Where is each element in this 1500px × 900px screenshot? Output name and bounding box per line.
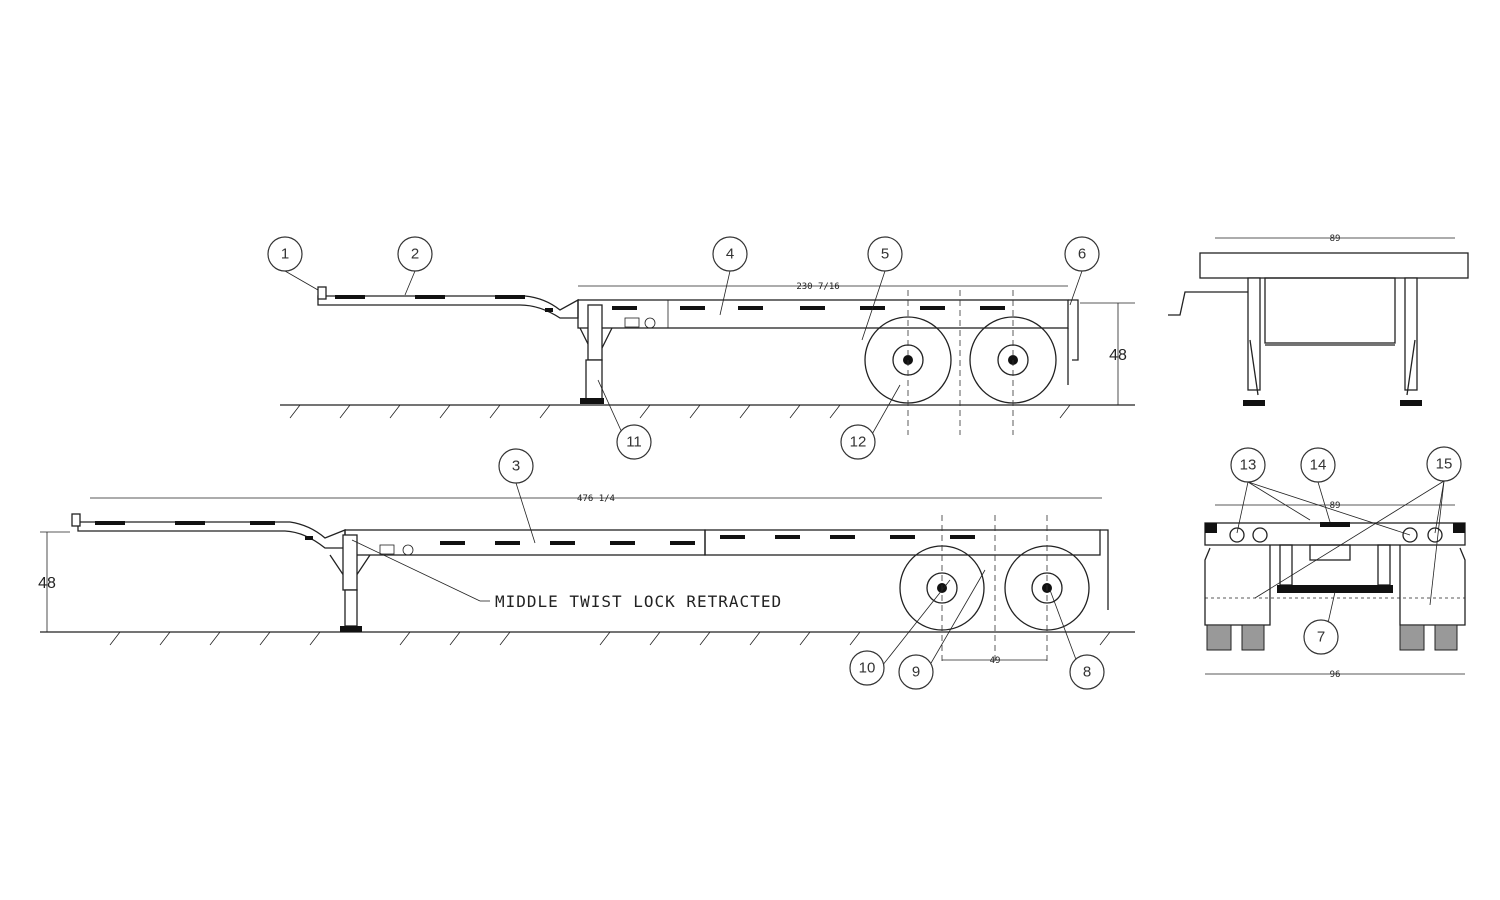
- balloon-circle: [849, 650, 885, 686]
- balloon-number: 3: [512, 458, 520, 475]
- balloon-number: 8: [1083, 664, 1091, 681]
- balloon-9: 9: [898, 654, 934, 690]
- balloon-circle: [1300, 447, 1336, 483]
- side-view-retracted: 230 7/16 48: [280, 282, 1135, 435]
- dim-extended-length: 476 1/4: [577, 494, 615, 504]
- leader-line: [861, 270, 886, 341]
- balloon-circle: [1426, 446, 1462, 482]
- balloon-number: 1: [281, 246, 289, 263]
- dim-bottom-height: 48: [38, 575, 56, 592]
- leader-line: [1434, 480, 1445, 534]
- note-middle-twist-lock: MIDDLE TWIST LOCK RETRACTED: [495, 592, 782, 611]
- balloon-number: 15: [1436, 456, 1453, 473]
- balloon-number: 11: [626, 434, 642, 451]
- rear-view: 89 96: [1204, 501, 1466, 680]
- balloon-circle: [1069, 654, 1105, 690]
- balloon-13: 13: [1230, 447, 1266, 483]
- side-view-extended: 476 1/4 49 48 MIDDLE TWIST LOCK RETRACTE…: [38, 494, 1135, 666]
- balloon-circle: [840, 424, 876, 460]
- balloon-circle: [616, 424, 652, 460]
- balloon-number: 12: [850, 434, 867, 451]
- balloon-number: 5: [881, 246, 889, 263]
- front-view: 89: [1168, 234, 1469, 406]
- dim-rear-width-overall: 96: [1330, 670, 1341, 680]
- balloon-15: 15: [1426, 446, 1462, 482]
- balloon-circle: [867, 236, 903, 272]
- balloon-number: 2: [411, 246, 419, 263]
- balloon-2: 2: [397, 236, 433, 272]
- balloon-number: 7: [1317, 629, 1325, 646]
- leader-line: [284, 270, 319, 291]
- dim-axle-spread: 49: [990, 656, 1001, 666]
- leader-line: [1254, 480, 1445, 599]
- leader-line: [1236, 481, 1249, 534]
- balloon-circle: [267, 236, 303, 272]
- balloon-circle: [1303, 619, 1339, 655]
- leader-line: [515, 482, 536, 544]
- balloon-14: 14: [1300, 447, 1336, 483]
- balloon-circle: [498, 448, 534, 484]
- leader-line: [1069, 270, 1083, 306]
- balloon-5: 5: [867, 236, 903, 272]
- balloon-1: 1: [267, 236, 303, 272]
- leader-line: [1317, 481, 1331, 523]
- dim-front-width: 89: [1330, 234, 1341, 244]
- balloon-circle: [712, 236, 748, 272]
- balloon-number: 4: [726, 246, 734, 263]
- balloon-circle: [898, 654, 934, 690]
- balloon-number: 9: [912, 664, 920, 681]
- balloon-number: 10: [859, 660, 876, 677]
- balloon-circle: [397, 236, 433, 272]
- balloon-12: 12: [840, 424, 876, 460]
- balloon-circle: [1230, 447, 1266, 483]
- leader-line: [404, 270, 416, 296]
- balloon-number: 13: [1240, 457, 1257, 474]
- balloon-10: 10: [849, 650, 885, 686]
- leader-line: [1429, 480, 1445, 606]
- dim-rear-width-inner: 89: [1330, 501, 1341, 511]
- leader-line: [1247, 481, 1411, 536]
- ground-hatch: [289, 404, 1071, 419]
- dim-top-deck-length: 230 7/16: [796, 282, 839, 292]
- wheels-top: [864, 290, 1057, 435]
- balloon-7: 7: [1303, 619, 1339, 655]
- leader-line: [719, 270, 731, 316]
- balloon-8: 8: [1069, 654, 1105, 690]
- balloon-11: 11: [616, 424, 652, 460]
- balloon-leaders: [284, 270, 1445, 690]
- balloon-4: 4: [712, 236, 748, 272]
- balloon-6: 6: [1064, 236, 1100, 272]
- dim-top-height: 48: [1109, 347, 1127, 364]
- balloon-number: 6: [1078, 246, 1086, 263]
- balloon-circle: [1064, 236, 1100, 272]
- leader-line: [1247, 481, 1311, 521]
- balloon-3: 3: [498, 448, 534, 484]
- balloon-number: 14: [1310, 457, 1327, 474]
